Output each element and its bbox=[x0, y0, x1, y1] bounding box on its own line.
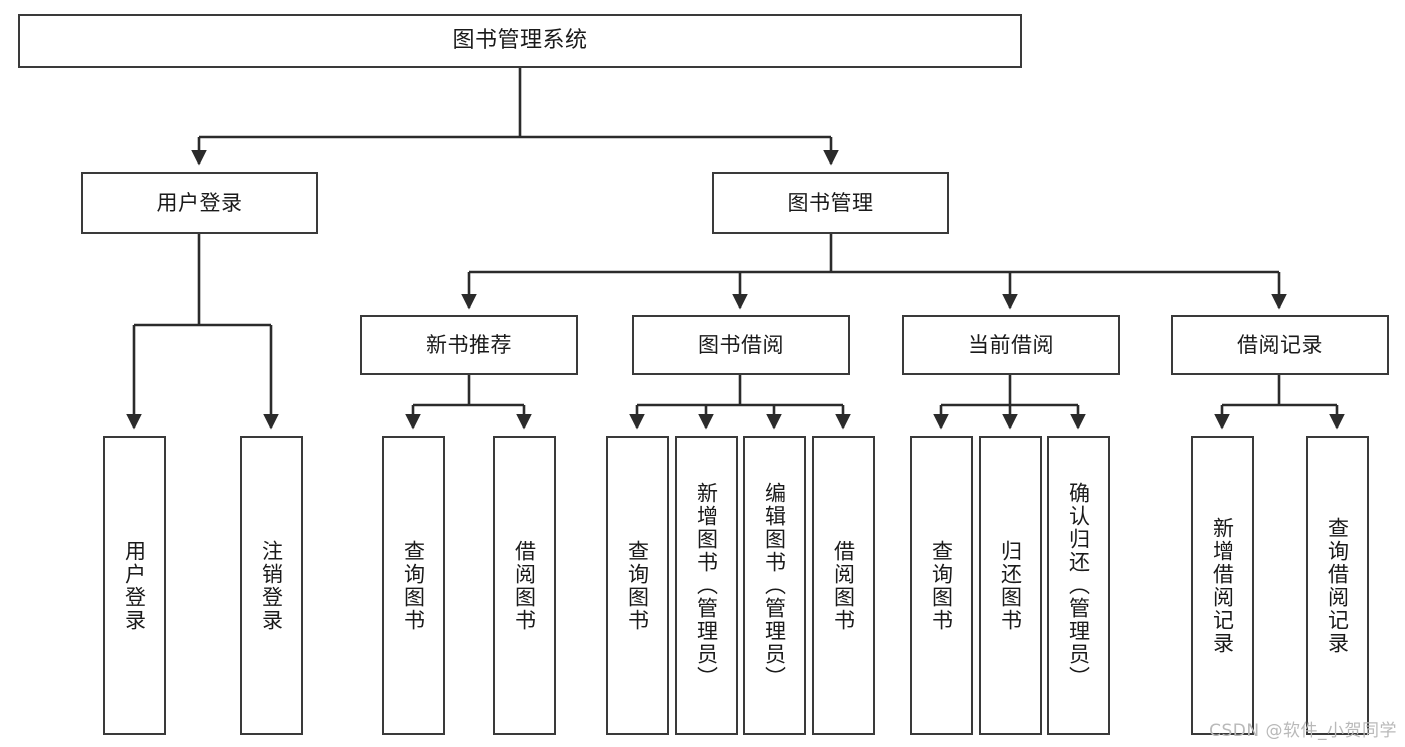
node-leaf-edit-book-admin[interactable]: 编辑图书（管理员） bbox=[743, 436, 806, 735]
node-leaf-query-book-new-rec-label: 查询图书 bbox=[401, 539, 426, 632]
node-leaf-return-book[interactable]: 归还图书 bbox=[979, 436, 1042, 735]
node-new-book-recommendation[interactable]: 新书推荐 bbox=[360, 315, 578, 375]
node-leaf-add-borrow-record[interactable]: 新增借阅记录 bbox=[1191, 436, 1254, 735]
node-book-borrowing-label: 图书借阅 bbox=[698, 332, 784, 357]
node-leaf-user-login[interactable]: 用户登录 bbox=[103, 436, 166, 735]
node-user-login[interactable]: 用户登录 bbox=[81, 172, 318, 234]
node-leaf-query-book-current-label: 查询图书 bbox=[929, 539, 954, 632]
node-new-book-recommendation-label: 新书推荐 bbox=[426, 332, 512, 357]
node-leaf-add-book-admin[interactable]: 新增图书（管理员） bbox=[675, 436, 738, 735]
node-leaf-query-book-new-rec[interactable]: 查询图书 bbox=[382, 436, 445, 735]
node-leaf-query-borrow-record[interactable]: 查询借阅记录 bbox=[1306, 436, 1369, 735]
node-leaf-query-book-borrow[interactable]: 查询图书 bbox=[606, 436, 669, 735]
node-current-borrowing-label: 当前借阅 bbox=[968, 332, 1054, 357]
node-book-borrowing[interactable]: 图书借阅 bbox=[632, 315, 850, 375]
node-book-management-label: 图书管理 bbox=[787, 190, 874, 215]
node-leaf-add-book-admin-label: 新增图书（管理员） bbox=[694, 482, 719, 689]
csdn-watermark: CSDN @软件_小贺同学 bbox=[1209, 721, 1397, 741]
node-leaf-borrow-book-new-rec-label: 借阅图书 bbox=[512, 539, 537, 632]
node-leaf-logout-login-label: 注销登录 bbox=[259, 539, 284, 632]
node-leaf-confirm-return-admin-label: 确认归还（管理员） bbox=[1066, 482, 1091, 689]
node-leaf-query-book-current[interactable]: 查询图书 bbox=[910, 436, 973, 735]
node-leaf-borrow-book-new-rec[interactable]: 借阅图书 bbox=[493, 436, 556, 735]
node-user-login-label: 用户登录 bbox=[156, 190, 243, 215]
node-root-label: 图书管理系统 bbox=[452, 28, 588, 54]
node-book-management[interactable]: 图书管理 bbox=[712, 172, 949, 234]
node-leaf-query-borrow-record-label: 查询借阅记录 bbox=[1325, 516, 1350, 655]
node-borrowing-record-label: 借阅记录 bbox=[1237, 332, 1323, 357]
node-leaf-confirm-return-admin[interactable]: 确认归还（管理员） bbox=[1047, 436, 1110, 735]
node-root-book-management-system[interactable]: 图书管理系统 bbox=[18, 14, 1022, 68]
node-leaf-return-book-label: 归还图书 bbox=[998, 539, 1023, 632]
node-leaf-add-borrow-record-label: 新增借阅记录 bbox=[1210, 516, 1235, 655]
node-leaf-borrow-book-borrow-label: 借阅图书 bbox=[831, 539, 856, 632]
node-leaf-edit-book-admin-label: 编辑图书（管理员） bbox=[762, 482, 787, 689]
node-leaf-borrow-book-borrow[interactable]: 借阅图书 bbox=[812, 436, 875, 735]
node-leaf-user-login-label: 用户登录 bbox=[122, 539, 147, 632]
node-borrowing-record[interactable]: 借阅记录 bbox=[1171, 315, 1389, 375]
node-leaf-logout-login[interactable]: 注销登录 bbox=[240, 436, 303, 735]
node-leaf-query-book-borrow-label: 查询图书 bbox=[625, 539, 650, 632]
node-current-borrowing[interactable]: 当前借阅 bbox=[902, 315, 1120, 375]
